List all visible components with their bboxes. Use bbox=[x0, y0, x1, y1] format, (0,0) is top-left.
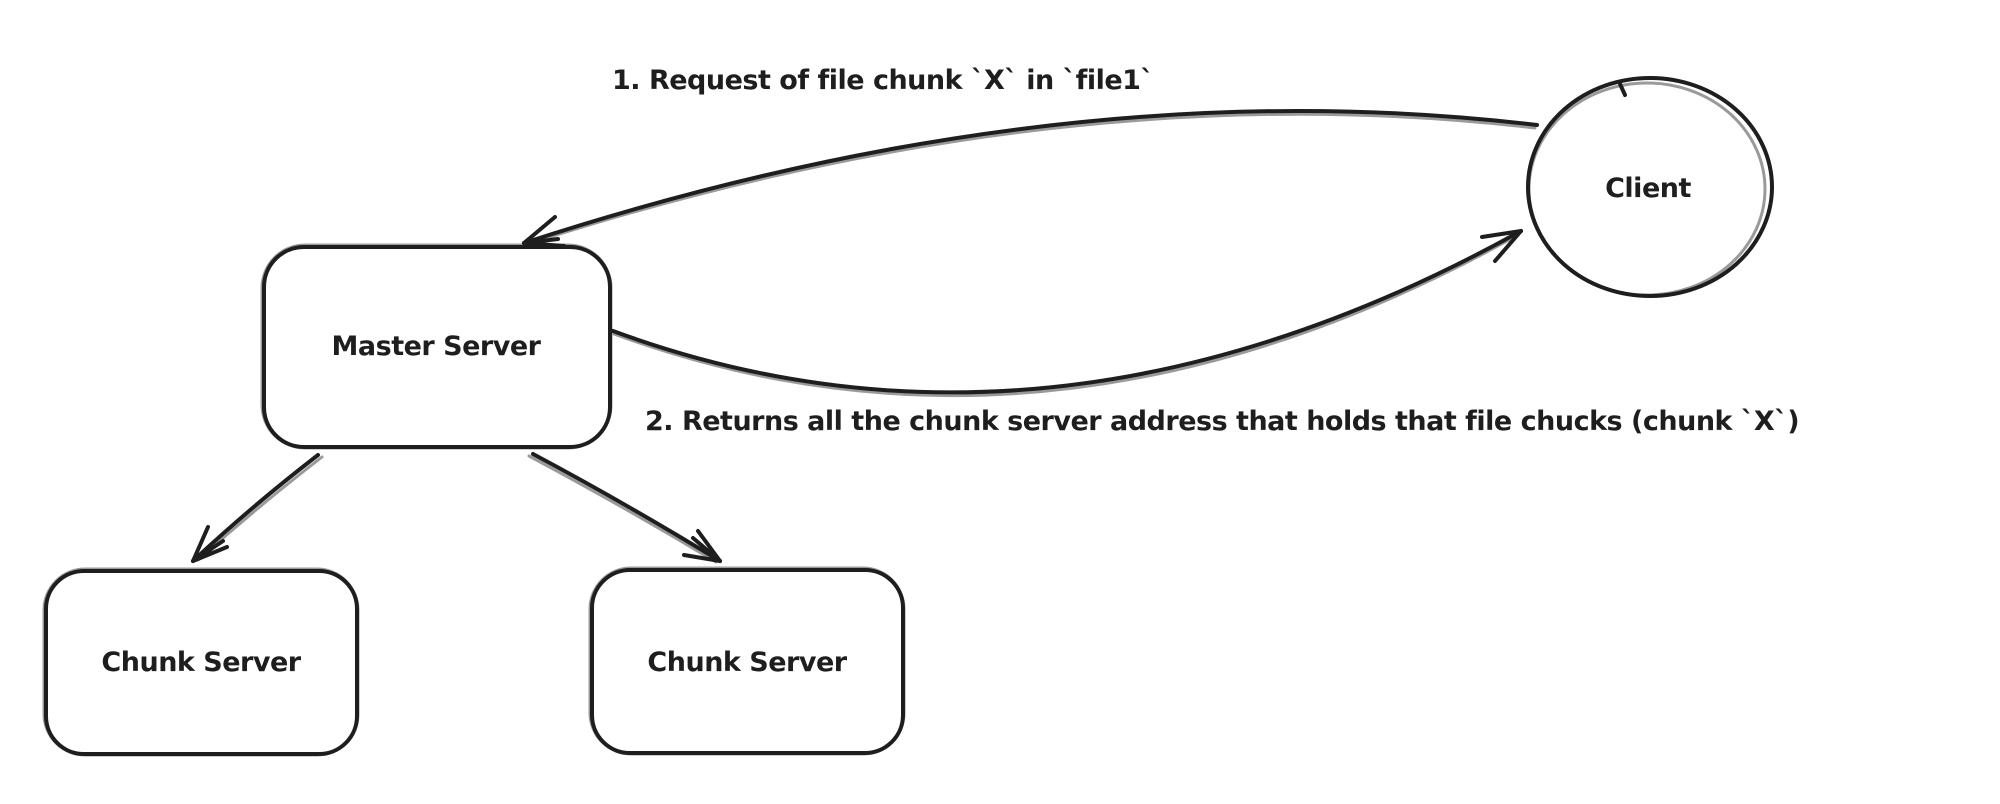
arrowhead bbox=[191, 525, 229, 563]
edge-response-arrow bbox=[611, 229, 1523, 398]
edge-master-to-chunk2-arrow bbox=[527, 452, 722, 564]
edge-response-label: 2. Returns all the chunk server address … bbox=[645, 406, 1800, 437]
client-label: Client bbox=[1605, 173, 1691, 205]
master-server-node bbox=[260, 243, 613, 450]
sketch-tick bbox=[1618, 82, 1627, 97]
edge-request-label: 1. Request of file chunk `X` in `file1` bbox=[612, 65, 1154, 96]
arrowhead bbox=[1480, 229, 1523, 263]
chunk-server-1-label: Chunk Server bbox=[101, 647, 301, 679]
arrowhead bbox=[682, 529, 722, 563]
chunk-server-2-label: Chunk Server bbox=[647, 647, 847, 679]
client-node bbox=[1526, 76, 1774, 298]
edge-master-to-chunk1-arrow bbox=[191, 453, 324, 563]
arrowhead bbox=[522, 215, 566, 248]
edge-request-arrow bbox=[522, 108, 1539, 248]
chunk-server-1-node bbox=[42, 567, 360, 757]
chunk-server-2-node bbox=[588, 566, 906, 756]
master-server-label: Master Server bbox=[331, 331, 541, 363]
